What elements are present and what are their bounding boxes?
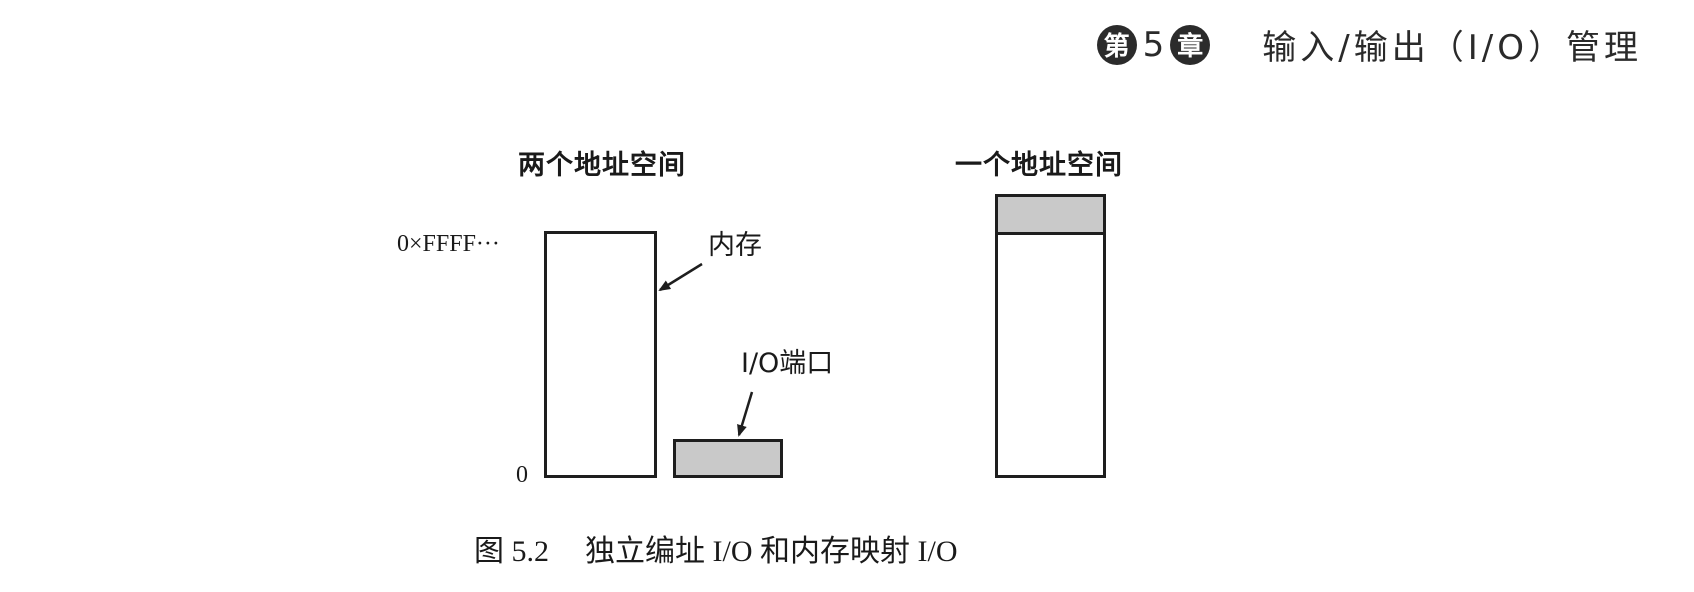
chapter-number: 5 <box>1142 24 1165 65</box>
one-address-space-heading: 一个地址空间 <box>955 150 1123 181</box>
chapter-title: 输入/输出（I/O）管理 <box>1262 28 1642 68</box>
memory-arrow <box>658 262 703 292</box>
io-port-block <box>673 439 783 478</box>
chapter-suffix-badge: 章 <box>1170 24 1211 65</box>
two-address-spaces-heading: 两个地址空间 <box>518 150 686 181</box>
top-address-label: 0×FFFF··· <box>397 231 500 257</box>
bottom-address-label: 0 <box>516 462 528 488</box>
figure-number: 图 5.2 <box>474 535 549 568</box>
mapped-io-region <box>995 194 1106 235</box>
figure-caption-text: 独立编址 I/O 和内存映射 I/O <box>585 535 958 568</box>
unified-address-space-block <box>995 194 1106 478</box>
figure-caption: 图 5.2 独立编址 I/O 和内存映射 I/O <box>474 537 957 567</box>
io-port-arrow <box>737 391 754 437</box>
memory-block <box>544 231 657 478</box>
chapter-prefix-badge: 第 <box>1096 24 1137 65</box>
chapter-header: 第 5 章 输入/输出（I/O）管理 <box>1096 20 1642 69</box>
memory-label: 内存 <box>708 230 762 261</box>
io-port-label: I/O端口 <box>741 348 834 379</box>
